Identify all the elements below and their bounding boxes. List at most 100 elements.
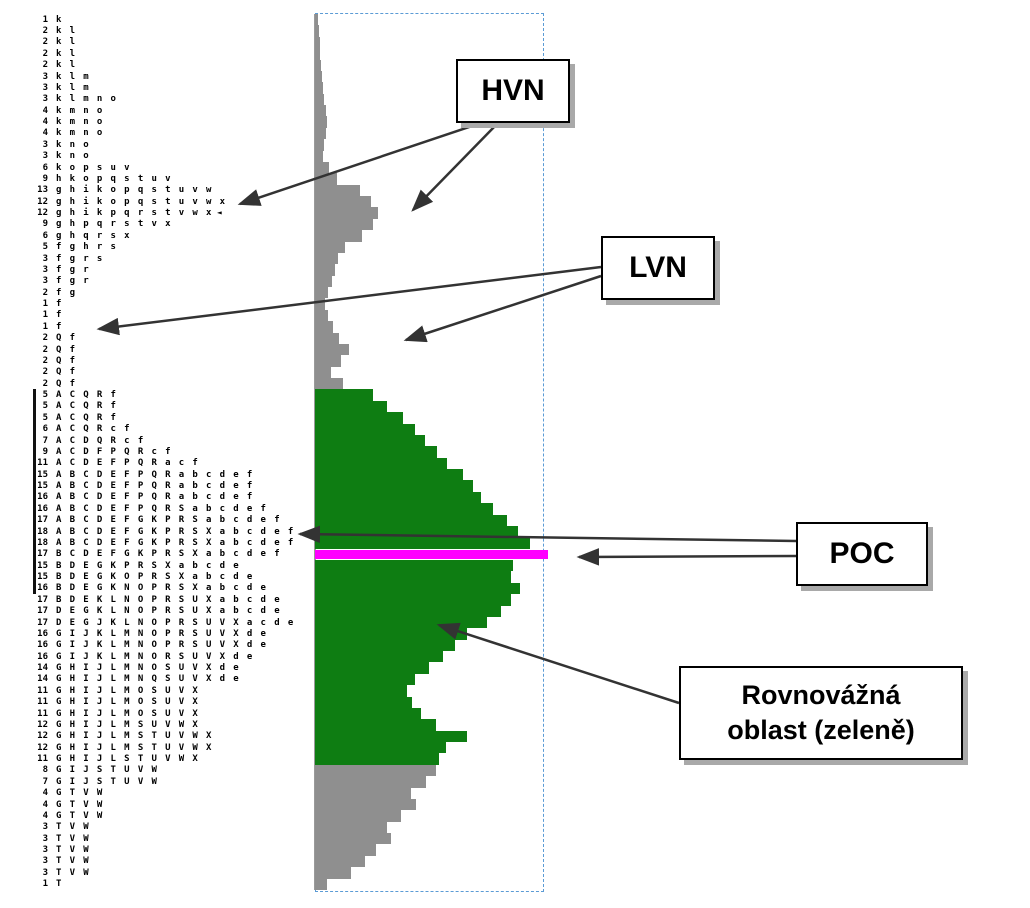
tpo-count: 6 [42,162,48,173]
tpo-letters: A C D F P Q R c f [56,446,172,457]
tpo-count: 3 [42,822,48,833]
tpo-count: 16 [37,503,48,514]
tpo-letters: G H I J L M N Q S U V X d e [56,674,241,685]
tpo-letters: k n o [56,139,91,150]
volume-bar [315,207,378,219]
tpo-letters: G H I J L M S T U V W X [56,742,213,753]
tpo-count: 18 [37,526,48,537]
tpo-letters: G H I J L M O S U V X [56,697,200,708]
volume-bar [315,252,338,265]
tpo-letters: Q f [56,367,77,378]
tpo-count: 6 [42,230,48,241]
tpo-letters: D E G J K L N O P R S U V X a c d e [56,617,295,628]
volume-bar [315,491,481,504]
tpo-letters: k l m n o [56,94,118,105]
tpo-count: 12 [37,196,48,207]
volume-bar [315,753,439,765]
tpo-letters: T V W [56,833,91,844]
tpo-letters: f g h r s [56,242,118,253]
tpo-letters: G I J K L M N O R S U V X d e [56,651,254,662]
tpo-letters: G T V W [56,788,104,799]
volume-bar [315,776,426,788]
tpo-count: 11 [37,754,48,765]
tpo-letters: G H I J L M O S U V X [56,708,200,719]
tpo-letters: T V W [56,867,91,878]
tpo-count: 2 [42,344,48,355]
tpo-count: 11 [37,697,48,708]
volume-bar [315,309,328,322]
tpo-count: 4 [42,128,48,139]
tpo-letters: B D E G K O P R S X a b c d e [56,572,254,583]
tpo-count: 12 [37,742,48,753]
tpo-count: 3 [42,94,48,105]
volume-bar [315,616,487,629]
tpo-count: 2 [42,37,48,48]
tpo-letters: Q f [56,333,77,344]
volume-bar [315,867,351,879]
volume-bar [315,707,421,720]
tpo-count: 9 [42,219,48,230]
tpo-letters: f g r [56,264,91,275]
tpo-letters: k [56,14,63,25]
volume-bar [315,25,319,37]
tpo-count: 2 [42,367,48,378]
volume-bar [315,82,323,94]
tpo-count: 11 [37,458,48,469]
volume-bar [315,287,328,299]
lvn-label-box: LVN [601,236,715,300]
volume-bar [315,139,324,151]
volume-bar [315,173,337,185]
tpo-count: 3 [42,833,48,844]
volume-bar [315,798,416,811]
tpo-count: 4 [42,105,48,116]
volume-bar [315,36,320,49]
profile-row: 15 B D E G K O P R S X a b c d e [0,571,1030,583]
current-price-marker-icon: ◄ [216,208,222,218]
tpo-count: 18 [37,537,48,548]
tpo-letters: k o p s u v [56,162,132,173]
volume-bar [315,844,376,856]
tpo-count: 15 [37,560,48,571]
tpo-letters: T V W [56,822,91,833]
tpo-letters: h k o p q s t u v [56,173,172,184]
tpo-count: 4 [42,799,48,810]
volume-bar [315,810,401,822]
tpo-count: 7 [42,435,48,446]
tpo-count: 4 [42,117,48,128]
volume-bar [315,833,391,845]
tpo-letters: B D E G K P R S X a b c d e [56,560,241,571]
volume-bar [315,537,530,549]
tpo-letters: G H I J L M S T U V W X [56,731,213,742]
tpo-count: 15 [37,572,48,583]
tpo-letters: f g r [56,276,91,287]
tpo-letters: A B C D E F P Q R a b c d e f [56,469,254,480]
tpo-letters: k l m [56,71,91,82]
equilibrium-label-line2: oblast (zeleně) [727,715,915,745]
volume-bar [315,582,520,595]
